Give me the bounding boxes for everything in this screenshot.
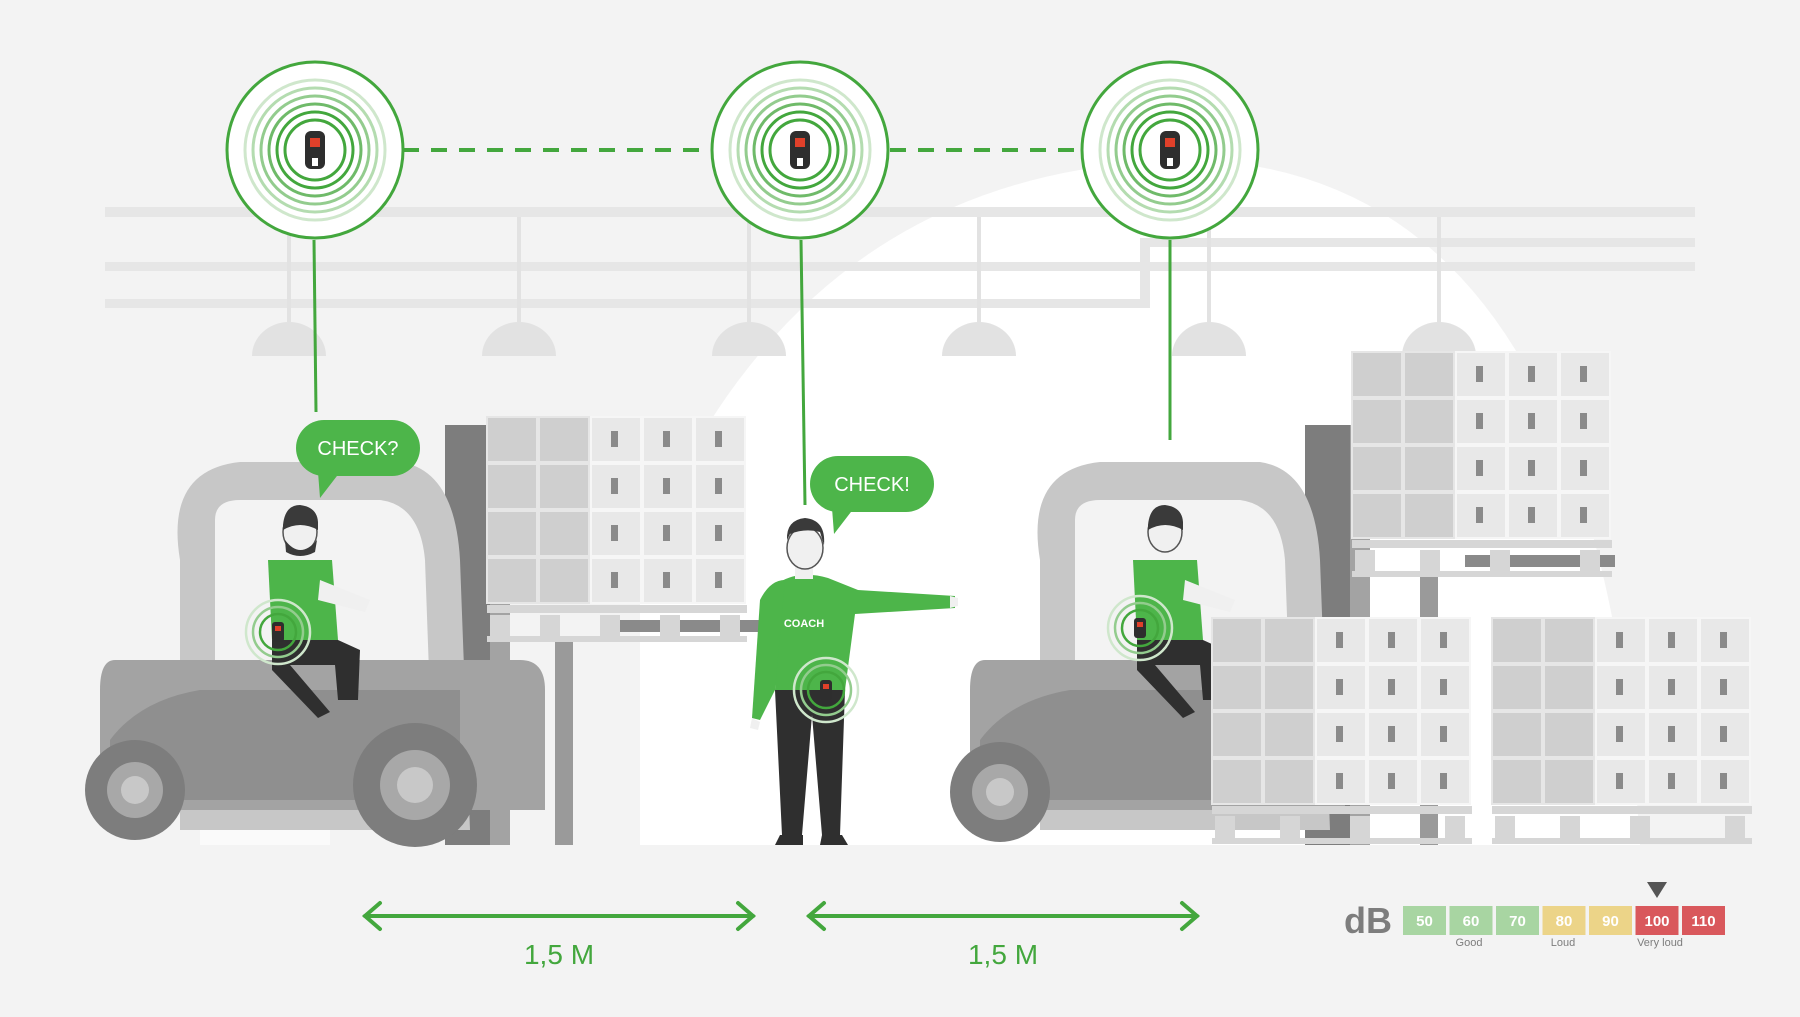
db-indicator-icon [1647,882,1667,898]
db-label-very-loud: Very loud [1637,937,1683,949]
db-segment-label-80: 80 [1556,913,1573,930]
distance-arrow-left [361,901,757,931]
pallet-right-raised [1351,351,1612,577]
sensor-coach-icon [710,60,890,240]
driver-right [1133,505,1235,718]
coach-figure: COACH [750,518,958,845]
db-segment-label-50: 50 [1416,913,1433,930]
db-segment-50 [1403,906,1446,935]
db-segment-70 [1496,906,1539,935]
speech-bubble-coach: CHECK! [810,456,934,534]
bubble-text-check-exclaim: CHECK! [834,474,910,496]
bubble-text-check-question: CHECK? [317,438,398,460]
distance-label-left: 1,5 M [524,939,594,970]
db-label-good: Good [1456,937,1483,949]
sensor-network [312,148,1172,506]
db-unit-label: dB [1344,900,1392,941]
ceiling-lamps [252,217,1476,356]
distance-label-right: 1,5 M [968,939,1038,970]
ceiling-rails [105,207,1695,308]
sensor-left-icon [225,60,405,240]
pallet-right-floor-2 [1491,617,1752,844]
db-label-loud: Loud [1551,937,1575,949]
sensor-right-icon [1080,60,1260,240]
pallet-right-floor-1 [1211,617,1472,844]
db-segment-90 [1589,906,1632,935]
db-segment-80 [1542,906,1586,935]
db-segment-60 [1449,906,1493,935]
db-segment-label-60: 60 [1463,913,1480,930]
db-segment-label-100: 100 [1644,913,1669,930]
pallet-left [486,416,747,642]
db-meter: dB 50 60 70 80 90 100 110 Good Loud Very loud [1344,882,1725,949]
coach-shirt-label: COACH [784,618,824,630]
db-segment-label-70: 70 [1509,913,1526,930]
db-segment-100 [1635,906,1679,935]
distance-arrow-right [805,901,1201,931]
db-segment-label-90: 90 [1602,913,1619,930]
speech-bubble-left: CHECK? [296,420,420,498]
db-segment-label-110: 110 [1691,913,1715,930]
db-segment-110 [1682,906,1725,935]
